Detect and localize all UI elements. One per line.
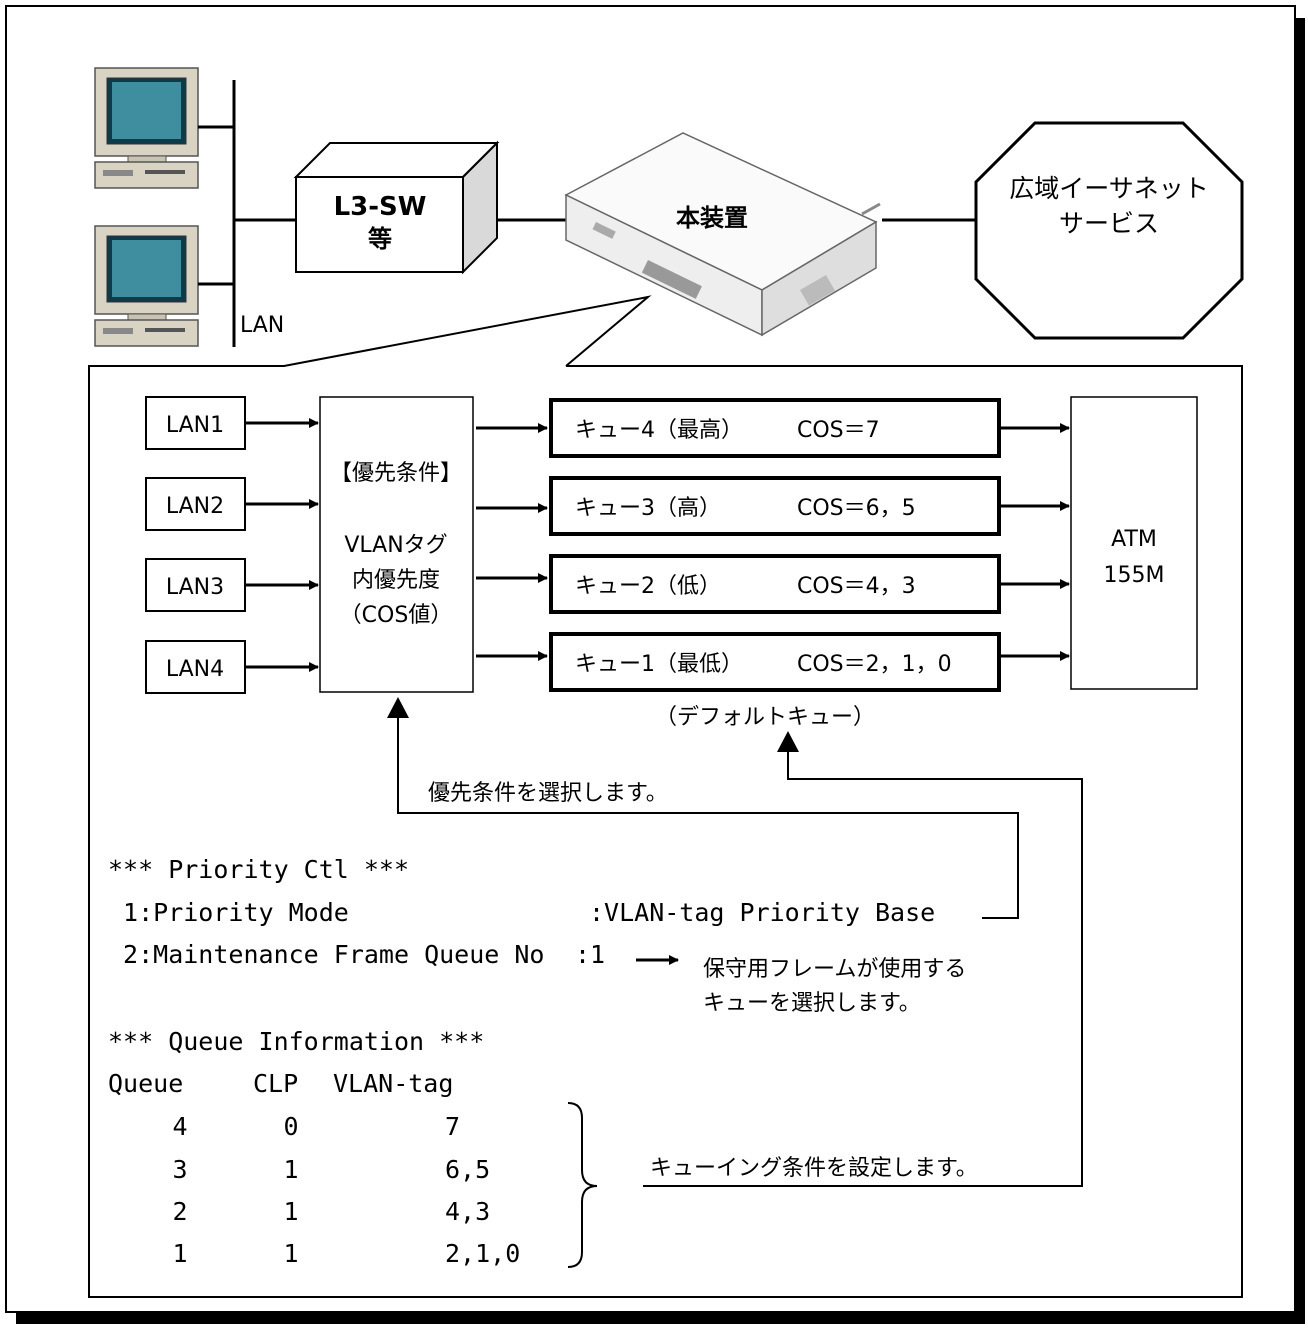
atm-label-line1: ATM (1111, 527, 1157, 552)
condition-title: 【優先条件】 (330, 461, 462, 486)
table-row-2-queue: 3 (172, 1155, 187, 1184)
lan-port-1: LAN1 (166, 413, 224, 438)
device-label: 本装置 (676, 204, 748, 232)
queue-2-name: キュー2（低） (575, 574, 721, 599)
console-mode-value: :VLAN-tag Priority Base (589, 898, 935, 927)
pc-icon-1 (94, 67, 199, 189)
lan-bus (198, 80, 296, 347)
queueing-condition-note: キューイング条件を設定します。 (650, 1156, 978, 1181)
l3-switch-box (293, 140, 500, 275)
console-mode-label: 1:Priority Mode (108, 898, 349, 927)
table-row-3-vlan: 4,3 (445, 1197, 490, 1226)
table-row-4-vlan: 2,1,0 (445, 1239, 520, 1268)
table-row-2-vlan: 6,5 (445, 1155, 490, 1184)
queue-4-cos: COS＝7 (797, 418, 880, 443)
table-row-1-queue: 4 (172, 1112, 187, 1141)
up-arrow-condition (387, 697, 409, 718)
connector-queueing (643, 750, 1083, 1187)
default-queue-note: （デフォルトキュー） (655, 705, 875, 730)
condition-to-queue-arrows (476, 423, 548, 661)
lan-port-4: LAN4 (166, 657, 224, 682)
pc-icon-2 (94, 225, 199, 347)
lan-port-3: LAN3 (166, 575, 224, 600)
console-priority-header: *** Priority Ctl *** (108, 855, 409, 884)
console-queue-header: *** Queue Information *** (108, 1027, 484, 1056)
maintenance-note-line2: キューを選択します。 (703, 991, 921, 1016)
queue-2-cos: COS＝4，3 (797, 574, 916, 599)
up-arrow-queue (777, 731, 799, 752)
column-queue: Queue (108, 1069, 183, 1098)
table-row-1-vlan: 7 (445, 1112, 460, 1141)
table-row-3-queue: 2 (172, 1197, 187, 1226)
connector-select-condition (397, 716, 1019, 919)
queue-3-cos: COS＝6，5 (797, 496, 916, 521)
queue-1-cos: COS＝2，1，0 (797, 652, 952, 677)
condition-line3: （COS値） (340, 603, 453, 628)
priority-condition-box (319, 396, 474, 693)
wan-label-line1: 広域イーサネット (1009, 174, 1209, 203)
l3sw-label-line2: 等 (368, 225, 392, 253)
select-condition-note: 優先条件を選択します。 (428, 781, 668, 806)
queue-to-atm-arrows (999, 423, 1070, 661)
console-maint-value: :1 (575, 940, 605, 969)
queue-rows-brace (567, 1102, 598, 1268)
queue-boxes (549, 398, 1001, 692)
table-row-1-clp: 0 (283, 1112, 298, 1141)
l3sw-label-line1: L3-SW (334, 192, 427, 222)
wan-label-line2: サービス (1059, 209, 1159, 238)
condition-line2: 内優先度 (352, 568, 440, 593)
console-maint-label: 2:Maintenance Frame Queue No (108, 940, 545, 969)
column-clp: CLP (253, 1069, 298, 1098)
lan-port-2: LAN2 (166, 494, 224, 519)
table-row-3-clp: 1 (283, 1197, 298, 1226)
lan-label: LAN (240, 313, 284, 338)
maintenance-note-line1: 保守用フレームが使用する (703, 957, 966, 982)
queue-3-name: キュー3（高） (575, 496, 721, 521)
table-row-2-clp: 1 (283, 1155, 298, 1184)
queue-1-name: キュー1（最低） (575, 652, 743, 677)
atm-label-line2: 155M (1104, 563, 1165, 588)
lan-ports (145, 396, 246, 694)
table-row-4-clp: 1 (283, 1239, 298, 1268)
device-icon (564, 132, 881, 337)
column-vlan-tag: VLAN-tag (333, 1069, 453, 1098)
lan-to-condition-arrows (245, 418, 319, 672)
table-row-4-queue: 1 (172, 1239, 187, 1268)
queue-4-name: キュー4（最高） (575, 418, 743, 443)
condition-line1: VLANタグ (344, 533, 447, 558)
atm-box (1070, 396, 1198, 690)
wan-octagon (974, 121, 1244, 340)
